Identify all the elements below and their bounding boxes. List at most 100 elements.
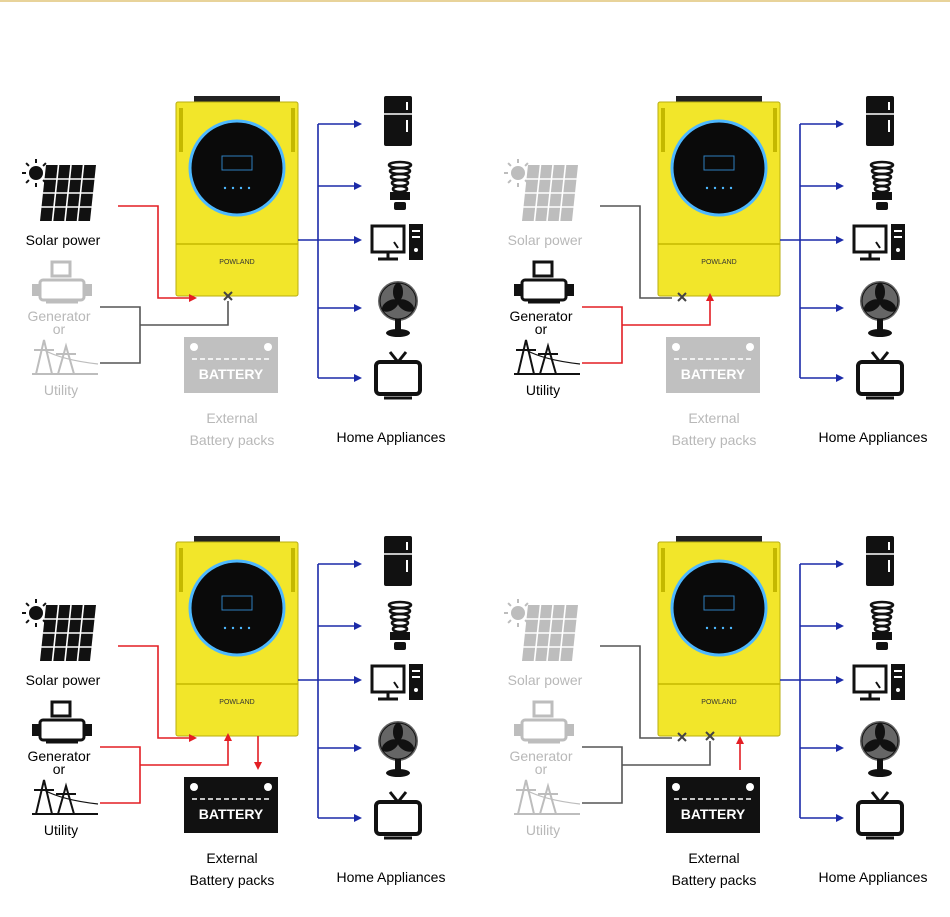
arrow-head [836,304,844,312]
arrow-head [354,304,362,312]
bulb-icon [387,600,413,650]
fan-icon [378,721,418,777]
arrow-head [836,676,844,684]
external-label: External [206,850,258,866]
computer-icon [370,664,423,701]
arrow-head [224,733,232,741]
arrow-head [189,294,197,302]
utility-label: Utility [525,382,561,398]
arrow-head [354,560,362,568]
home-appliances-label: Home Appliances [818,869,928,885]
arrow-head [189,734,197,742]
arrow-head [354,374,362,382]
utility-pylon-icon [32,779,99,815]
fan-icon [378,281,418,337]
external-label: External [688,410,740,426]
solar-panel-icon [522,604,578,662]
generator-icon [514,700,574,744]
battery-icon: BATTERY [666,337,760,393]
arrow-head [254,762,262,770]
computer-icon [852,224,905,261]
display-screen [188,119,286,217]
grid-line [100,746,141,804]
grid-line-to-inverter [622,301,711,326]
battery-icon: BATTERY [666,777,760,833]
top-divider [0,0,950,2]
battery-icon: BATTERY [184,337,278,393]
solar-line [600,205,672,299]
grid-line [100,306,141,364]
external-label: External [206,410,258,426]
utility-label: Utility [525,822,561,838]
arrow-head [354,676,362,684]
display-screen [670,559,768,657]
arrow-head [354,236,362,244]
grid-line [582,746,623,804]
brand-logo: POWLAND [219,699,254,706]
generator-icon [32,700,92,744]
arrow-head [836,814,844,822]
or-label: or [534,761,548,777]
battery-text: BATTERY [681,366,746,382]
battery-packs-label: Battery packs [189,872,275,888]
grid-line [582,306,623,364]
arrow-head [354,814,362,822]
utility-pylon-icon [514,779,581,815]
solar-label: Solar power [25,232,101,248]
arrow-head [836,182,844,190]
arrow-head [836,120,844,128]
utility-pylon-icon [514,339,581,375]
solar-panel-icon [40,164,96,222]
utility-label: Utility [43,382,79,398]
brand-logo: POWLAND [701,259,736,266]
inverter-unit: POWLAND [657,536,781,737]
or-label: or [52,321,66,337]
battery-packs-label: Battery packs [189,432,275,448]
inverter-unit: POWLAND [175,536,299,737]
fridge-icon [384,96,412,146]
tv-icon [374,351,422,400]
arrow-head [836,374,844,382]
fridge-icon [384,536,412,586]
arrow-head [354,182,362,190]
battery-packs-label: Battery packs [671,872,757,888]
home-appliances-label: Home Appliances [336,869,446,885]
solar-panel-icon [522,164,578,222]
arrow-head [354,120,362,128]
solar-label: Solar power [25,672,101,688]
arrow-head [706,293,714,301]
blocked-x-icon [705,731,715,741]
battery-text: BATTERY [681,806,746,822]
home-appliances-label: Home Appliances [818,429,928,445]
solar-line [118,645,190,739]
solar-label: Solar power [507,672,583,688]
generator-label: Generator [27,308,91,324]
fan-icon [860,721,900,777]
solar-panel-icon [40,604,96,662]
computer-icon [852,664,905,701]
battery-packs-label: Battery packs [671,432,757,448]
display-screen [188,559,286,657]
grid-line-to-inverter [140,301,229,326]
generator-label: Generator [509,748,573,764]
inverter-unit: POWLAND [657,96,781,297]
arrow-head [836,236,844,244]
utility-pylon-icon [32,339,99,375]
arrow-head [836,622,844,630]
solar-line [600,645,672,739]
brand-logo: POWLAND [219,259,254,266]
inverter-unit: POWLAND [175,96,299,297]
arrow-head [354,744,362,752]
bulb-icon [387,160,413,210]
utility-label: Utility [43,822,79,838]
bulb-icon [869,160,895,210]
tv-icon [856,351,904,400]
fan-icon [860,281,900,337]
bulb-icon [869,600,895,650]
home-appliances-label: Home Appliances [336,429,446,445]
arrow-head [736,736,744,744]
blocked-x-icon [677,732,687,742]
